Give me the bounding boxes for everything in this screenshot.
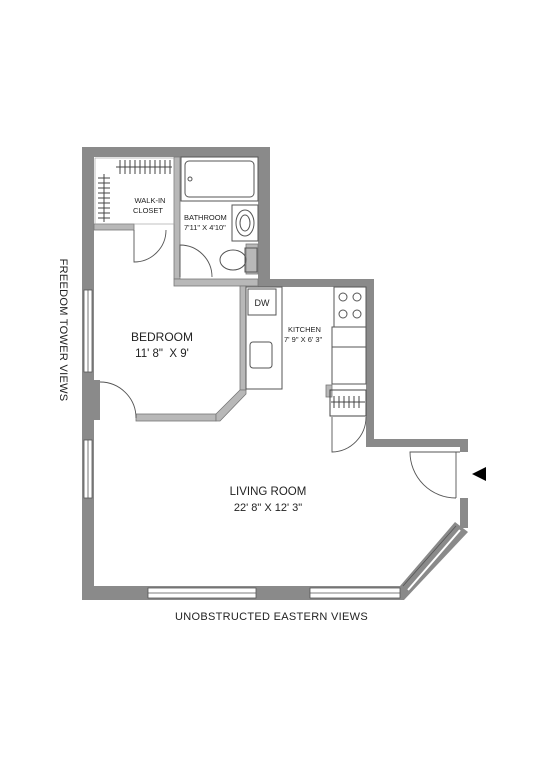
bedroom-wall-stub — [94, 380, 100, 420]
bedroom-dims: 11' 8" X 9' — [135, 348, 189, 360]
bathroom-sink — [231, 204, 259, 242]
walk-in-closet-label-line1: WALK-IN — [135, 196, 166, 205]
dishwasher-label: DW — [255, 298, 270, 308]
closet-door[interactable] — [133, 229, 167, 263]
walk-in-closet-label-line2: CLOSET — [133, 206, 163, 215]
walk-in-closet-hangers — [94, 157, 175, 225]
entry-arrow-icon — [472, 467, 486, 481]
stove — [333, 286, 367, 328]
kitchen-sink — [249, 341, 273, 369]
living-room-dims: 22' 8" X 12' 3" — [234, 502, 302, 514]
kitchen-closet-door[interactable] — [331, 416, 367, 453]
dishwasher — [247, 288, 277, 316]
bathroom-door[interactable] — [179, 244, 213, 278]
eastern-views-label: UNOBSTRUCTED EASTERN VIEWS — [175, 611, 368, 623]
toilet — [219, 247, 258, 273]
kitchen-label: KITCHEN — [288, 325, 321, 334]
living-room-label: LIVING ROOM — [230, 486, 307, 498]
kitchen-closet — [329, 389, 367, 417]
freedom-tower-views-label: FREEDOM TOWER VIEWS — [57, 258, 69, 402]
kitchen-dims: 7' 9" X 6' 3" — [284, 335, 323, 344]
bathroom-dims: 7'11" X 4'10" — [184, 223, 226, 232]
windows — [83, 289, 401, 599]
bathroom-label: BATHROOM — [184, 213, 227, 222]
bedroom-label: BEDROOM — [131, 330, 193, 344]
bedroom-door[interactable] — [99, 381, 137, 419]
refrigerator — [331, 326, 367, 385]
entry-door[interactable] — [409, 451, 460, 499]
kitchen-counter — [245, 286, 283, 390]
bathtub — [180, 156, 259, 202]
bedroom-diagonal-wall — [215, 389, 247, 422]
